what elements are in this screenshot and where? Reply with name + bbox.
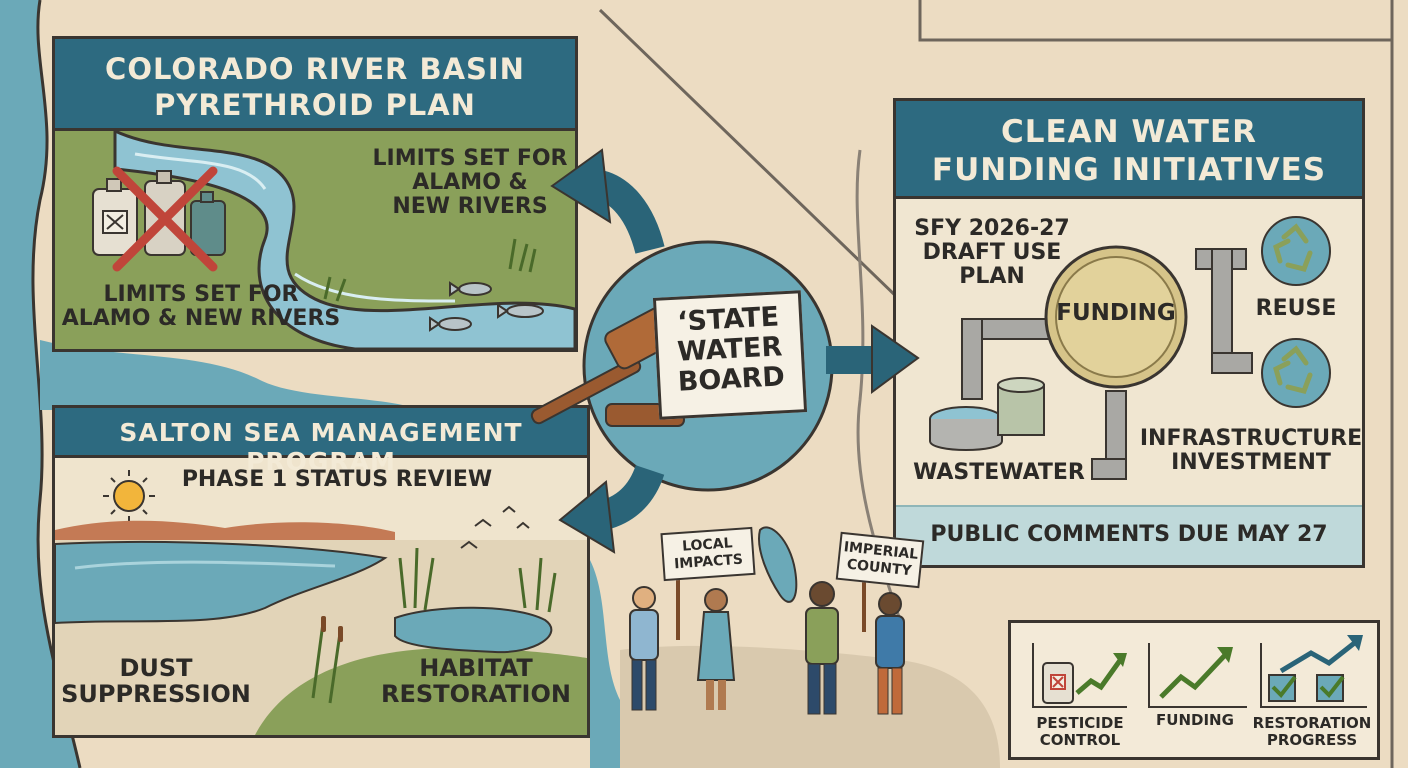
legend-funding: FUNDING xyxy=(1156,710,1234,729)
colorado-limits-label-right: LIMITS SET FOR ALAMO & NEW RIVERS xyxy=(355,146,575,219)
colorado-right-line3: NEW RIVERS xyxy=(392,193,548,219)
colorado-left-line1: LIMITS SET FOR xyxy=(103,282,299,307)
person-figure xyxy=(696,588,736,710)
clean-panel-header: CLEAN WATER FUNDING INITIATIVES xyxy=(896,101,1362,199)
clean-water-funding-panel: CLEAN WATER FUNDING INITIATIVES xyxy=(893,98,1365,568)
person-figure xyxy=(875,592,905,715)
legend-restoration-progress: RESTORATION PROGRESS xyxy=(1249,713,1375,750)
sun-icon xyxy=(103,470,155,522)
legend-restoration-line2: PROGRESS xyxy=(1266,730,1358,749)
bird-icon xyxy=(460,505,530,549)
colorado-title-line1: COLORADO RIVER BASIN xyxy=(105,52,525,86)
trend-arrow-icon xyxy=(1075,653,1127,695)
person-figure xyxy=(805,581,839,715)
reuse-label: REUSE xyxy=(1255,296,1337,321)
local-impacts-placard: LOCAL IMPACTS xyxy=(660,526,756,582)
colorado-right-line2: ALAMO & xyxy=(412,169,528,195)
habitat-line2: RESTORATION xyxy=(381,679,571,708)
progress-legend-panel: PESTICIDE CONTROL FUNDING RESTORATION PR… xyxy=(1008,620,1380,760)
dust-line1: DUST xyxy=(119,654,193,682)
fish-icon xyxy=(497,303,544,319)
colorado-title-line2: PYRETHROID PLAN xyxy=(154,88,476,122)
salton-illustration xyxy=(55,470,587,735)
colorado-limits-label-left: LIMITS SET FOR ALAMO & NEW RIVERS xyxy=(61,283,341,331)
draft-use-plan-label: SFY 2026-27 DRAFT USE PLAN xyxy=(902,217,1082,288)
funding-illustration xyxy=(929,216,1331,480)
legend-pesticide-control: PESTICIDE CONTROL xyxy=(1025,713,1135,750)
fish-icon xyxy=(429,316,472,332)
colorado-right-line1: LIMITS SET FOR xyxy=(372,146,568,171)
pesticide-jug-icon xyxy=(1042,662,1074,704)
clean-title-line2: FUNDING INITIATIVES xyxy=(931,152,1327,188)
trend-arrow-icon xyxy=(1279,635,1363,674)
salton-sea-panel: SALTON SEA MANAGEMENT PROGRAM xyxy=(52,405,590,738)
colorado-river-panel: COLORADO RIVER BASIN PYRETHROID PLAN xyxy=(52,36,578,352)
recycle-icon xyxy=(1261,338,1331,408)
state-water-board-sign: ‘STATE WATER BOARD xyxy=(652,290,808,420)
fish-icon xyxy=(449,281,492,297)
legend-pesticide-line2: CONTROL xyxy=(1039,730,1121,749)
infra-line1: INFRASTRUCTURE xyxy=(1139,426,1363,451)
legend-icons xyxy=(1032,635,1367,708)
dust-line2: SUPPRESSION xyxy=(61,679,251,708)
habitat-line1: HABITAT xyxy=(419,654,533,682)
colorado-illustration xyxy=(92,128,575,349)
dust-suppression-label: DUST SUPPRESSION xyxy=(61,654,251,708)
cross-out-icon xyxy=(112,166,218,272)
board-line3: BOARD xyxy=(677,361,786,398)
colorado-left-line2: ALAMO & NEW RIVERS xyxy=(61,305,341,331)
wastewater-label: WASTEWATER xyxy=(913,460,1085,485)
infrastructure-investment-label: INFRASTRUCTURE INVESTMENT xyxy=(1136,426,1363,475)
legend-restoration-line1: RESTORATION xyxy=(1252,713,1372,732)
habitat-restoration-label: HABITAT RESTORATION xyxy=(371,654,581,708)
pesticide-jug-icon xyxy=(92,178,138,256)
plan-line2: DRAFT USE xyxy=(922,239,1062,265)
community-group xyxy=(629,572,905,715)
plan-line3: PLAN xyxy=(959,263,1025,289)
imperial-county-placard: IMPERIAL COUNTY xyxy=(835,531,925,589)
checkmark-icon xyxy=(1268,674,1345,702)
salton-status-label: PHASE 1 STATUS REVIEW xyxy=(181,467,493,492)
pesticide-jug-icon xyxy=(190,191,226,256)
salton-panel-header: SALTON SEA MANAGEMENT PROGRAM xyxy=(55,408,587,476)
public-comments-banner: PUBLIC COMMENTS DUE MAY 27 xyxy=(896,505,1362,565)
plan-line1: SFY 2026-27 xyxy=(914,216,1070,241)
trend-arrow-icon xyxy=(1159,647,1233,699)
legend-pesticide-line1: PESTICIDE xyxy=(1036,713,1124,732)
person-figure xyxy=(629,586,659,711)
recycle-icon xyxy=(1261,216,1331,286)
infra-line2: INVESTMENT xyxy=(1171,449,1331,475)
funding-coin-label: FUNDING xyxy=(1056,300,1176,326)
clean-title-line1: CLEAN WATER xyxy=(1001,114,1257,150)
colorado-panel-header: COLORADO RIVER BASIN PYRETHROID PLAN xyxy=(55,39,575,131)
